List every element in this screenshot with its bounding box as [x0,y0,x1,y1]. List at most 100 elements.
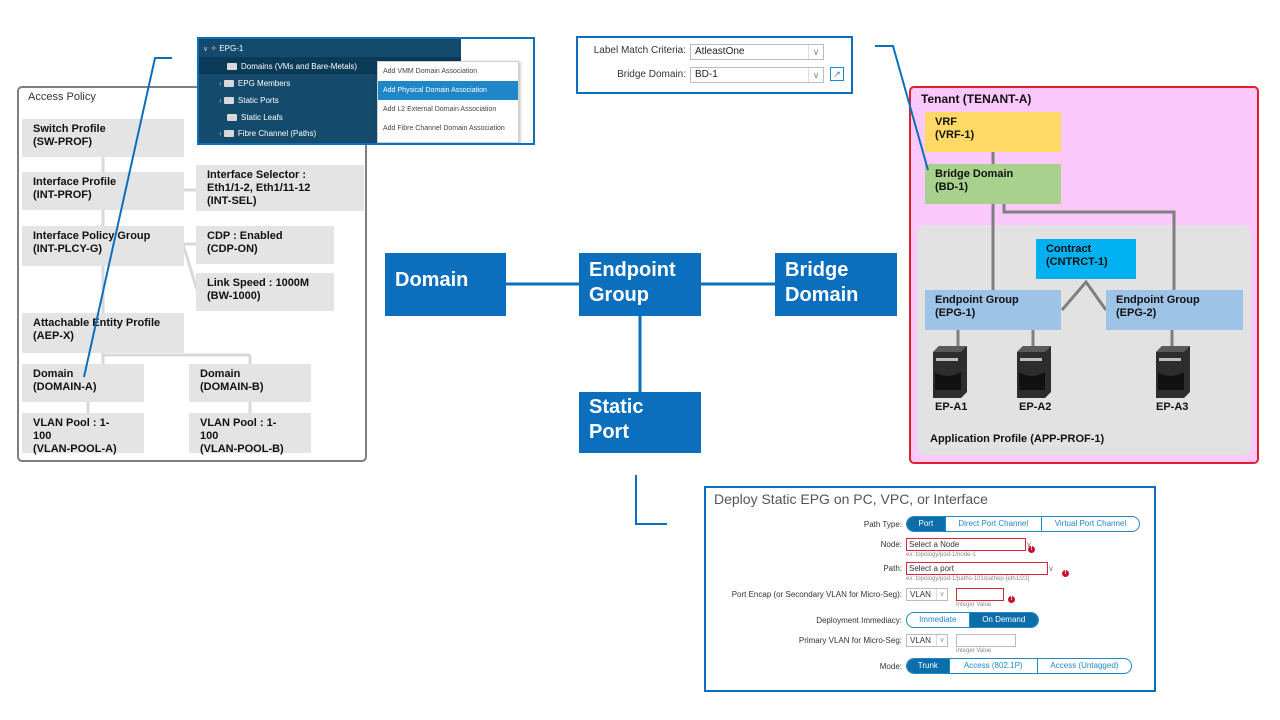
access-policy-title: Access Policy [28,91,96,103]
link-speed-box: Link Speed : 1000M (BW-1000) [196,273,334,311]
label-match-criteria-value: AtleastOne [695,46,745,57]
server-icon [1017,346,1051,398]
chevron-right-icon: › [219,79,222,88]
menu-item-fibre-channel[interactable]: Add Fibre Channel Domain Association [383,125,505,132]
server-icon [1156,346,1190,398]
domain-b-box: Domain (DOMAIN-B) [189,364,311,402]
primary-vlan-value: VLAN [910,636,931,645]
interface-policy-group-box: Interface Policy Group (INT-PLCY-G) [22,226,184,266]
ep-a1-label: EP-A1 [935,401,968,413]
path-type-label: Path Type: [863,520,902,529]
primary-vlan-label: Primary VLAN for Micro-Seg: [798,636,902,645]
folder-icon [227,114,237,122]
vrf-box: VRF (VRF-1) [925,112,1061,152]
domain-a-box: Domain (DOMAIN-A) [22,364,144,402]
tree-item-static-ports[interactable]: › Static Ports [219,96,279,105]
node-select[interactable]: Select a Node [906,538,1026,551]
path-hint: ex: topology/pod-1/paths-101/pathep-[eth… [906,576,1030,582]
epg2-box: Endpoint Group (EPG-2) [1106,290,1243,330]
chevron-down-icon: ∨ [936,589,947,600]
ep-a3-label: EP-A3 [1156,401,1189,413]
encap-hint: Integer Value [956,602,992,608]
bridge-domain-select[interactable]: BD-1 ∨ [690,67,824,83]
interface-profile-box: Interface Profile (INT-PROF) [22,172,184,210]
immediacy-immediate[interactable]: Immediate [919,615,957,624]
tree-item-label: Fibre Channel (Paths) [237,129,317,138]
interface-selector-box: Interface Selector : Eth1/1-2, Eth1/11-1… [196,165,364,211]
switch-profile-box: Switch Profile (SW-PROF) [22,119,184,157]
open-link-icon[interactable]: ↗ [830,67,844,81]
mode-toggle[interactable]: Trunk Access (802.1P) Access (Untagged) [906,658,1132,674]
path-type-port[interactable]: Port [907,517,945,531]
tree-root-label: EPG-1 [219,44,244,53]
folder-icon [227,63,237,71]
menu-item-physical[interactable]: Add Physical Domain Association [378,81,518,100]
encap-input[interactable] [956,588,1004,601]
node-label: Node: [880,540,902,549]
folder-icon [223,80,234,88]
mode-access-8021p[interactable]: Access (802.1P) [948,659,1037,673]
cdp-box: CDP : Enabled (CDP-ON) [196,226,334,264]
chevron-down-icon: ∨ [808,68,823,82]
mode-access-untagged[interactable]: Access (Untagged) [1036,659,1131,673]
bridge-domain-tenant-box: Bridge Domain (BD-1) [925,164,1061,204]
path-type-direct-pc[interactable]: Direct Port Channel [944,517,1041,531]
menu-item-l2-external[interactable]: Add L2 External Domain Association [383,106,497,113]
encap-select[interactable]: VLAN ∨ [906,588,948,601]
bridge-domain-box: Bridge Domain [775,253,897,316]
mode-label: Mode: [879,662,902,671]
epg1-box: Endpoint Group (EPG-1) [925,290,1061,330]
tree-item-label: EPG Members [237,79,291,88]
vlan-pool-b-box: VLAN Pool : 1- 100 (VLAN-POOL-B) [189,413,311,455]
tree-item-label: Static Ports [237,96,279,105]
primary-vlan-input[interactable] [956,634,1016,647]
path-type-vpc[interactable]: Virtual Port Channel [1040,517,1139,531]
label-match-screenshot: Label Match Criteria: AtleastOne∨ Bridge… [576,36,853,94]
static-epg-form: Deploy Static EPG on PC, VPC, or Interfa… [704,486,1156,692]
bridge-domain-label: Bridge Domain: [617,69,686,80]
server-icon [933,346,967,398]
domain-box: Domain [385,253,506,316]
tree-item-fibre-channel[interactable]: › Fibre Channel (Paths) [219,129,316,138]
mode-trunk[interactable]: Trunk [907,659,949,673]
immediacy-toggle[interactable]: Immediate On Demand [906,612,1039,628]
primary-vlan-hint: Integer Value [956,648,992,654]
chevron-right-icon: › [219,96,222,105]
tree-item-label: Static Leafs [241,113,283,122]
static-port-box: Static Port [579,392,701,453]
chevron-down-icon: ∨ [1026,540,1032,549]
node-hint: ex: topology/pod-1/node-1 [906,552,976,558]
bridge-domain-value: BD-1 [695,69,718,80]
immediacy-label: Deployment Immediacy: [816,616,902,625]
folder-icon [223,97,234,105]
tree-item-domains[interactable]: Domains (VMs and Bare-Metals) [227,62,357,71]
encap-value: VLAN [910,590,931,599]
context-menu: Add VMM Domain Association Add Physical … [377,61,519,143]
encap-label: Port Encap (or Secondary VLAN for Micro-… [731,590,902,599]
endpoint-group-box: Endpoint Group [579,253,701,316]
path-type-toggle[interactable]: Port Direct Port Channel Virtual Port Ch… [906,516,1140,532]
path-select[interactable]: Select a port [906,562,1048,575]
vlan-pool-a-box: VLAN Pool : 1- 100 (VLAN-POOL-A) [22,413,144,455]
primary-vlan-select[interactable]: VLAN ∨ [906,634,948,647]
tree-item-epg-members[interactable]: › EPG Members [219,79,290,88]
error-icon: ! [1008,596,1015,603]
error-icon: ! [1062,570,1069,577]
ep-a2-label: EP-A2 [1019,401,1052,413]
folder-icon [223,130,234,138]
chevron-down-icon: ∨ [936,635,947,646]
aep-box: Attachable Entity Profile (AEP-X) [22,313,184,353]
tree-root[interactable]: ∨ ✧ EPG-1 [203,44,244,53]
epg-tree-screenshot: ∨ ✧ EPG-1 Domains (VMs and Bare-Metals) … [197,37,535,145]
error-icon: ! [1028,546,1035,553]
label-match-criteria-select[interactable]: AtleastOne ∨ [690,44,824,60]
immediacy-on-demand[interactable]: On Demand [968,613,1038,627]
contract-box: Contract (CNTRCT-1) [1036,239,1136,279]
tree-item-static-leafs[interactable]: Static Leafs [227,113,283,122]
application-profile-label: Application Profile (APP-PROF-1) [930,433,1105,445]
menu-item-vmm[interactable]: Add VMM Domain Association [383,68,478,75]
chevron-right-icon: › [219,129,222,138]
form-title: Deploy Static EPG on PC, VPC, or Interfa… [714,491,988,507]
chevron-down-icon: ∨ [1048,564,1054,573]
chevron-down-icon: ∨ [808,45,823,59]
